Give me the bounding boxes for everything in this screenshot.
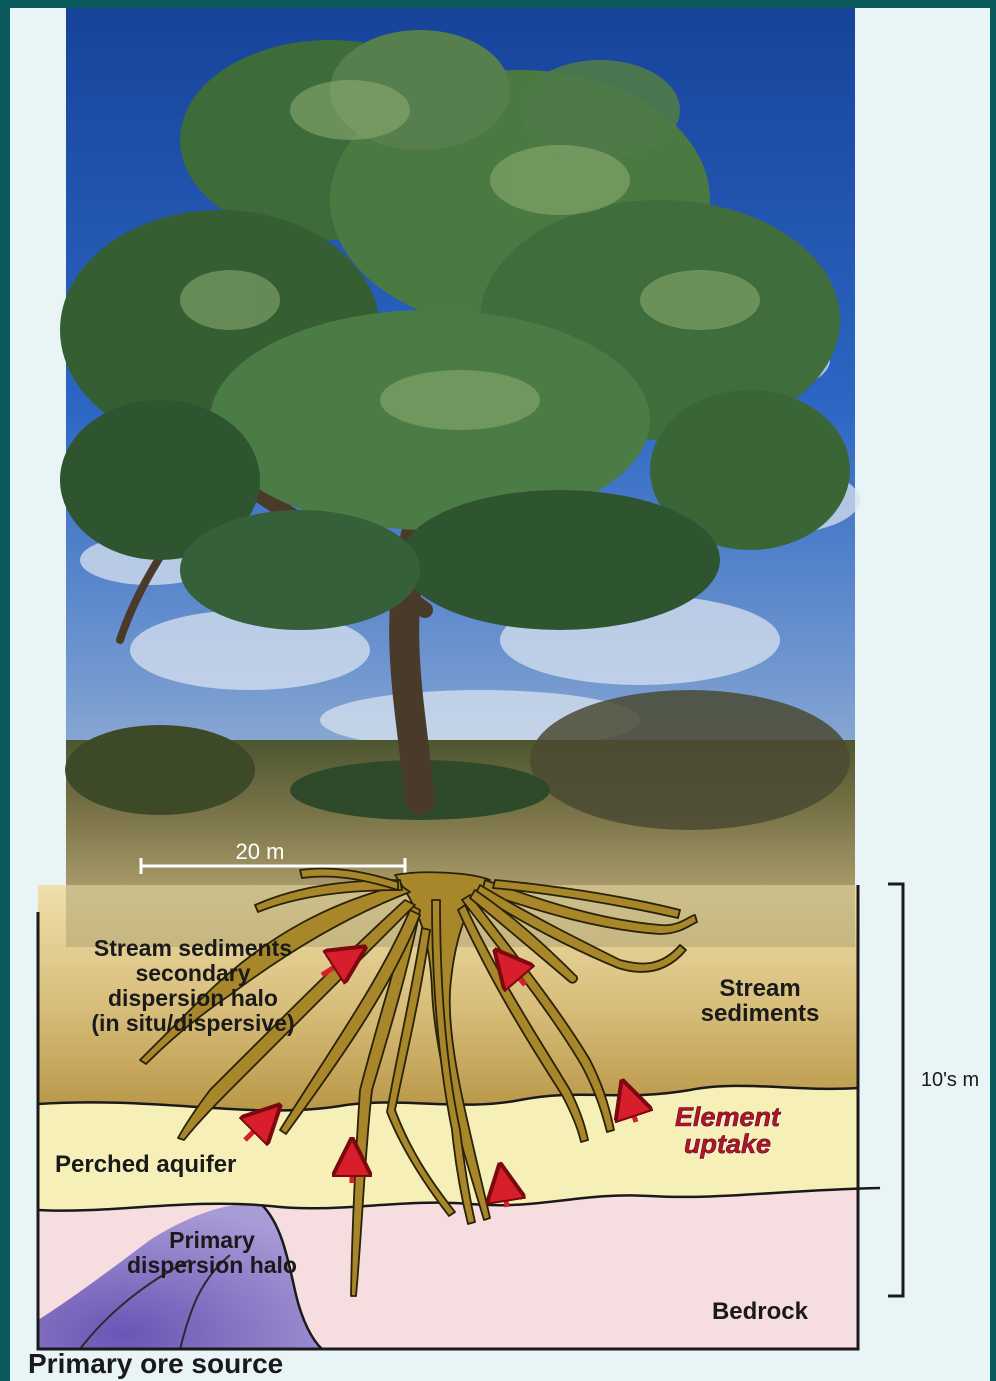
- perched-aquifer-label: Perched aquifer: [55, 1152, 305, 1177]
- primary-halo-label: Primary dispersion halo: [82, 1228, 342, 1278]
- depth-label: 10's m: [906, 1070, 994, 1091]
- primary-halo-line-1: Primary: [82, 1228, 342, 1253]
- stream-halo-line-1: Stream sediments: [48, 936, 338, 961]
- stream-sediments-label: Stream sediments: [670, 976, 850, 1026]
- bedrock-label: Bedrock: [690, 1299, 830, 1324]
- element-uptake-line-1: Element: [640, 1104, 815, 1131]
- stream-sediments-line-2: sediments: [670, 1001, 850, 1026]
- primary-ore-source-label: Primary ore source: [28, 1349, 428, 1378]
- primary-halo-line-2: dispersion halo: [82, 1253, 342, 1278]
- scale-bar-label: 20 m: [215, 840, 305, 863]
- stream-halo-line-4: (in situ/dispersive): [48, 1011, 338, 1036]
- element-uptake-line-2: uptake: [640, 1131, 815, 1158]
- stream-sediments-line-1: Stream: [670, 976, 850, 1001]
- element-uptake-label: Element uptake: [640, 1104, 815, 1158]
- stream-halo-label: Stream sediments secondary dispersion ha…: [48, 936, 338, 1036]
- stream-halo-line-3: dispersion halo: [48, 986, 338, 1011]
- depth-bracket: [888, 884, 903, 1296]
- stream-halo-line-2: secondary: [48, 961, 338, 986]
